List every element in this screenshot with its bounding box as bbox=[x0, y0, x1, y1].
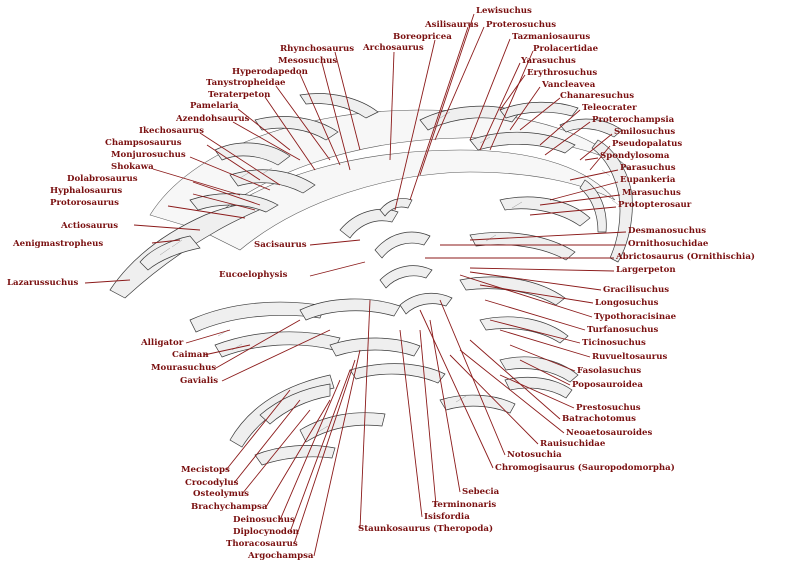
label-chanaresuchus: Chanaresuchus bbox=[560, 91, 634, 101]
label-aenigmastropheus: Aenigmastropheus bbox=[12, 239, 103, 249]
label-boreopricea: Boreopricea bbox=[393, 32, 452, 42]
label-erythrosuchus: Erythrosuchus bbox=[527, 68, 597, 78]
label-lewisuchus: Lewisuchus bbox=[476, 6, 532, 16]
label-champsosaurus: Champsosaurus bbox=[105, 138, 182, 148]
label-tazmaniosaurus: Tazmaniosaurus bbox=[512, 32, 590, 42]
label-proterochampsia: Proterochampsia bbox=[592, 115, 675, 125]
label-proterosuchus: Proterosuchus bbox=[486, 20, 556, 30]
label-teraterpeton: Teraterpeton bbox=[208, 90, 271, 100]
label-prolacertidae: Prolacertidae bbox=[533, 44, 599, 54]
label-hyperodapedon: Hyperodapedon bbox=[232, 67, 309, 77]
label-fasolasuchus: Fasolasuchus bbox=[577, 366, 641, 376]
label-protopterosaur: Protopterosaur bbox=[618, 200, 692, 210]
label-protorosaurus: Protorosaurus bbox=[50, 198, 119, 208]
label-gracilisuchus: Gracilisuchus bbox=[603, 285, 669, 295]
label-ticinosuchus: Ticinosuchus bbox=[582, 338, 646, 348]
label-dolabrosaurus: Dolabrosaurus bbox=[67, 174, 138, 184]
label-rauisuchidae: Rauisuchidae bbox=[540, 439, 606, 449]
label-mesosuchus: Mesosuchus bbox=[278, 56, 337, 66]
label-pseudopalatus: Pseudopalatus bbox=[612, 139, 682, 149]
label-parasuchus: Parasuchus bbox=[620, 163, 676, 173]
label-staunkosaurus: Staunkosaurus (Theropoda) bbox=[358, 523, 493, 534]
label-thoracosaurus: Thoracosaurus bbox=[226, 539, 298, 549]
label-lazarussuchus: Lazarussuchus bbox=[7, 278, 78, 288]
label-isisfordia: Isisfordia bbox=[424, 512, 470, 522]
label-typothoracisinae: Typothoracisinae bbox=[594, 312, 677, 322]
label-desmanosuchus: Desmanosuchus bbox=[628, 226, 706, 236]
label-yarasuchus: Yarasuchus bbox=[520, 56, 576, 66]
taxon-labels: Lewisuchus Asilisaurus Proterosuchus Bor… bbox=[7, 6, 755, 561]
label-brachychampsa: Brachychampsa bbox=[191, 502, 268, 512]
label-actiosaurus: Actiosaurus bbox=[60, 221, 118, 231]
label-crocodylus: Crocodylus bbox=[185, 478, 239, 488]
label-ornithosuchidae: Ornithosuchidae bbox=[628, 239, 709, 249]
label-prestosuchus: Prestosuchus bbox=[576, 403, 641, 413]
label-eucoelophysis: Eucoelophysis bbox=[219, 270, 288, 280]
label-sacisaurus: Sacisaurus bbox=[254, 240, 307, 250]
label-spondylosoma: Spondylosoma bbox=[600, 151, 670, 161]
label-vancleavea: Vancleavea bbox=[541, 80, 596, 90]
label-eupankeria: Eupankeria bbox=[620, 175, 676, 185]
label-batrachotomus: Batrachotomus bbox=[562, 414, 636, 424]
label-argochampsa: Argochampsa bbox=[247, 551, 314, 561]
label-sebecia: Sebecia bbox=[462, 487, 500, 497]
label-alligator: Alligator bbox=[140, 338, 184, 348]
label-teleocrater: Teleocrater bbox=[582, 103, 637, 113]
label-abrictosaurus: Abrictosaurus (Ornithischia) bbox=[615, 251, 755, 262]
label-azendohsaurus: Azendohsaurus bbox=[175, 114, 250, 124]
label-deinosuchus: Deinosuchus bbox=[233, 515, 295, 525]
label-hyphalosaurus: Hyphalosaurus bbox=[50, 186, 122, 196]
label-chromogisaurus: Chromogisaurus (Sauropodomorpha) bbox=[495, 462, 675, 473]
label-largerpeton: Largerpeton bbox=[616, 265, 676, 275]
label-notosuchia: Notosuchia bbox=[507, 450, 562, 460]
label-ikechosaurus: Ikechosaurus bbox=[139, 126, 204, 136]
label-neoaetosauroides: Neoaetosauroides bbox=[566, 428, 652, 438]
label-poposauroidea: Poposauroidea bbox=[572, 380, 643, 390]
leader-lines bbox=[84, 13, 627, 557]
label-turfanosuchus: Turfanosuchus bbox=[587, 325, 658, 335]
label-tanystropheidae: Tanystropheidae bbox=[206, 78, 286, 88]
label-caiman: Caiman bbox=[172, 350, 209, 360]
label-monjurosuchus: Monjurosuchus bbox=[111, 150, 186, 160]
label-mourasuchus: Mourasuchus bbox=[151, 363, 216, 373]
label-gavialis: Gavialis bbox=[180, 376, 218, 386]
silhouette-artwork bbox=[109, 93, 633, 466]
label-shokawa: Shokawa bbox=[111, 162, 154, 172]
label-smilosuchus: Smilosuchus bbox=[614, 127, 675, 137]
label-mecistops: Mecistops bbox=[181, 465, 230, 475]
label-pamelaria: Pamelaria bbox=[190, 101, 239, 111]
label-osteolymus: Osteolymus bbox=[193, 489, 249, 499]
label-marasuchus: Marasuchus bbox=[622, 188, 681, 198]
label-diplocynodon: Diplocynodon bbox=[233, 527, 300, 537]
label-longosuchus: Longosuchus bbox=[595, 298, 659, 308]
label-terminonaris: Terminonaris bbox=[432, 500, 496, 510]
label-rhynchosaurus: Rhynchosaurus bbox=[280, 44, 354, 54]
label-archosaurus: Archosaurus bbox=[362, 43, 424, 53]
label-asilisaurus: Asilisaurus bbox=[424, 20, 479, 30]
label-ruvueltosaurus: Ruvueltosaurus bbox=[592, 352, 667, 362]
